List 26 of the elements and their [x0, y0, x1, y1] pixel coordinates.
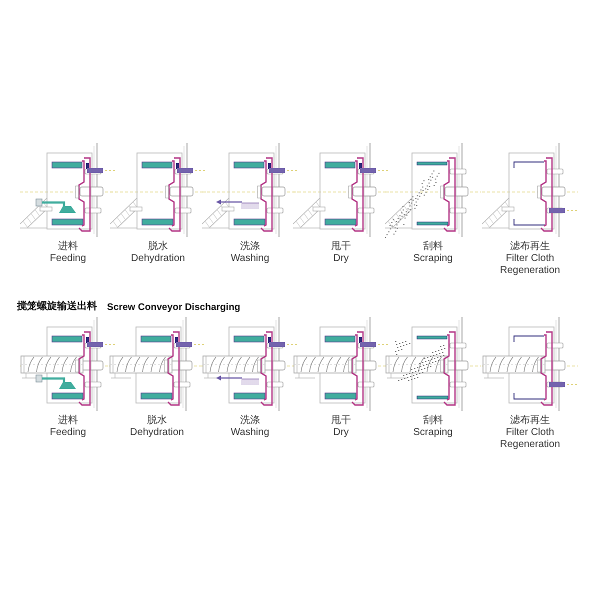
step-label: 脱水	[146, 415, 168, 427]
step-label: 进料	[57, 241, 79, 253]
step-label: 脱水	[147, 241, 169, 253]
step-label: 进料	[57, 415, 79, 427]
step-label: Scraping	[412, 427, 454, 439]
step-label: Dry	[332, 253, 350, 265]
step-label: Scraping	[412, 253, 454, 265]
step-label: Dehydration	[129, 427, 185, 439]
step-label: 刮料	[422, 241, 444, 253]
section-heading: Screw Conveyor Discharging	[107, 300, 240, 314]
step-label: Filter Cloth Regeneration	[498, 253, 562, 277]
step-label: Dehydration	[130, 253, 186, 265]
section-heading: 搅笼螺旋输送出料	[17, 300, 97, 313]
step-label: 滤布再生	[509, 415, 551, 427]
step-label: 洗涤	[239, 415, 261, 427]
step-label: 甩干	[330, 241, 352, 253]
step-label: Feeding	[48, 427, 88, 439]
step-label: Dry	[332, 427, 350, 439]
step-label: Washing	[230, 427, 270, 439]
step-label: Feeding	[48, 253, 88, 265]
step-label: 刮料	[422, 415, 444, 427]
step-label: 洗涤	[239, 241, 261, 253]
step-label: Filter Cloth Regeneration	[498, 427, 562, 451]
step-label: 滤布再生	[509, 241, 551, 253]
step-label: Washing	[230, 253, 270, 265]
step-label: 甩干	[330, 415, 352, 427]
